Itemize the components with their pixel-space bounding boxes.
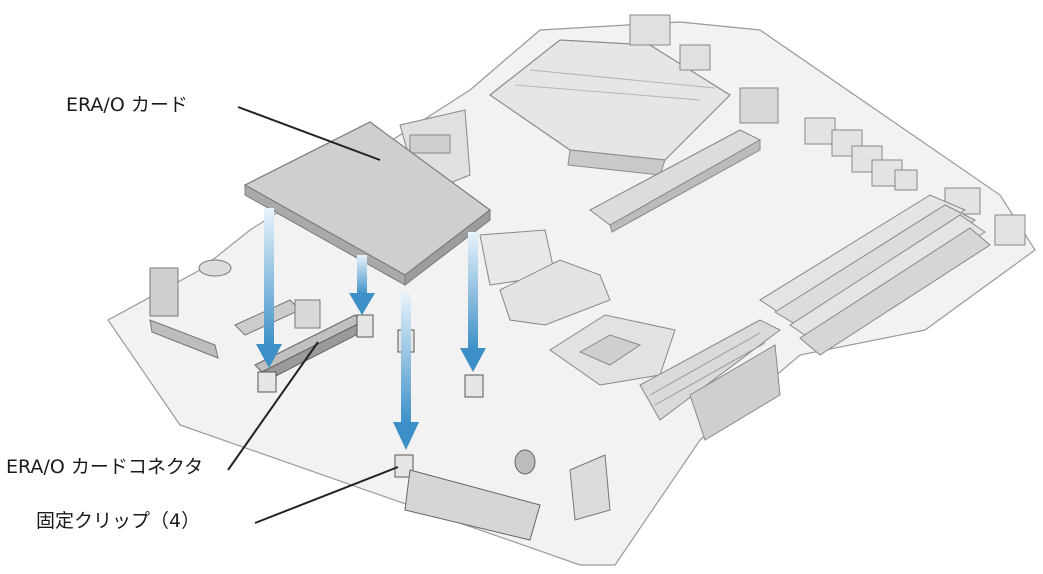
front-slot	[404, 449, 611, 541]
processor-socket	[549, 314, 676, 386]
label-era-card: ERA/O カード	[66, 94, 188, 116]
vrm-heatsinks	[639, 319, 781, 441]
cpu-cage	[488, 39, 731, 176]
memory-slots	[759, 194, 991, 356]
label-era-connector: ERA/O カードコネクタ	[6, 456, 204, 478]
arrow-2	[349, 255, 375, 315]
expansion-slot	[589, 129, 762, 233]
rear-connectors	[629, 14, 1026, 246]
heatsink-brackets	[479, 229, 611, 326]
label-retention-clips: 固定クリップ（4）	[36, 510, 201, 532]
arrow-1	[256, 208, 282, 368]
leader-lines	[227, 106, 399, 524]
arrow-4	[460, 232, 486, 372]
install-arrows	[256, 208, 486, 450]
arrow-3	[393, 292, 419, 450]
